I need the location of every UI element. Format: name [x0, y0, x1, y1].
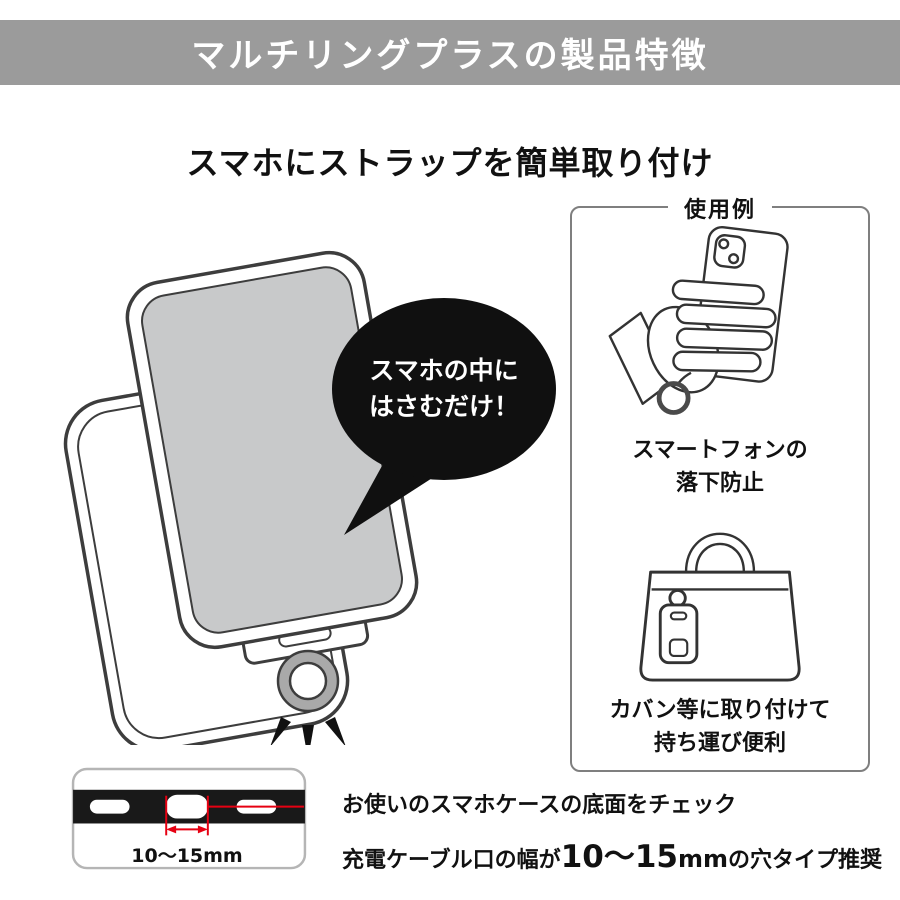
dimension-arrowheads — [166, 825, 208, 834]
recommend-size: 10〜15 — [560, 838, 678, 875]
impact-marks-icon — [270, 717, 346, 745]
wrist-ring-icon — [656, 381, 691, 415]
ring-icon — [276, 649, 340, 713]
usage-caption-bag-carry: カバン等に取り付けて 持ち運び便利 — [609, 698, 831, 756]
bag-icon — [639, 532, 801, 682]
bottom-note: お使いのスマホケースの底面をチェック 充電ケーブル口の幅が10〜15mmの穴タイ… — [342, 792, 887, 877]
header-banner: マルチリングプラスの製品特徴 — [0, 20, 900, 85]
attachment-illustration: スマホの中に はさむだけ！ — [40, 235, 556, 745]
check-line: お使いのスマホケースの底面をチェック — [342, 793, 737, 818]
usage-caption-drop-prevention: スマートフォンの 落下防止 — [632, 438, 808, 496]
speech-bubble-text: スマホの中に はさむだけ！ — [368, 355, 519, 421]
usage-example-label: 使用例 — [667, 192, 773, 224]
strap-card-on-bag-icon — [658, 588, 699, 665]
speech-bubble: スマホの中に はさむだけ！ — [332, 298, 556, 480]
subtitle: スマホにストラップを簡単取り付け — [186, 144, 714, 182]
strap-hole-diagram: 10〜15mm — [70, 766, 308, 876]
usage-example-box: 使用例 スマートフォンの 落下防止 — [570, 192, 870, 772]
recommend-line: 充電ケーブル口の幅が10〜15mmの穴タイプ推奨 — [342, 838, 882, 875]
hand-holding-phone-icon — [608, 225, 789, 415]
page-title: マルチリングプラスの製品特徴 — [191, 36, 709, 76]
dimension-lines — [165, 795, 304, 836]
strap-hole-diagram-icon — [71, 767, 307, 870]
hole-width-label: 10〜15mm — [131, 845, 243, 867]
